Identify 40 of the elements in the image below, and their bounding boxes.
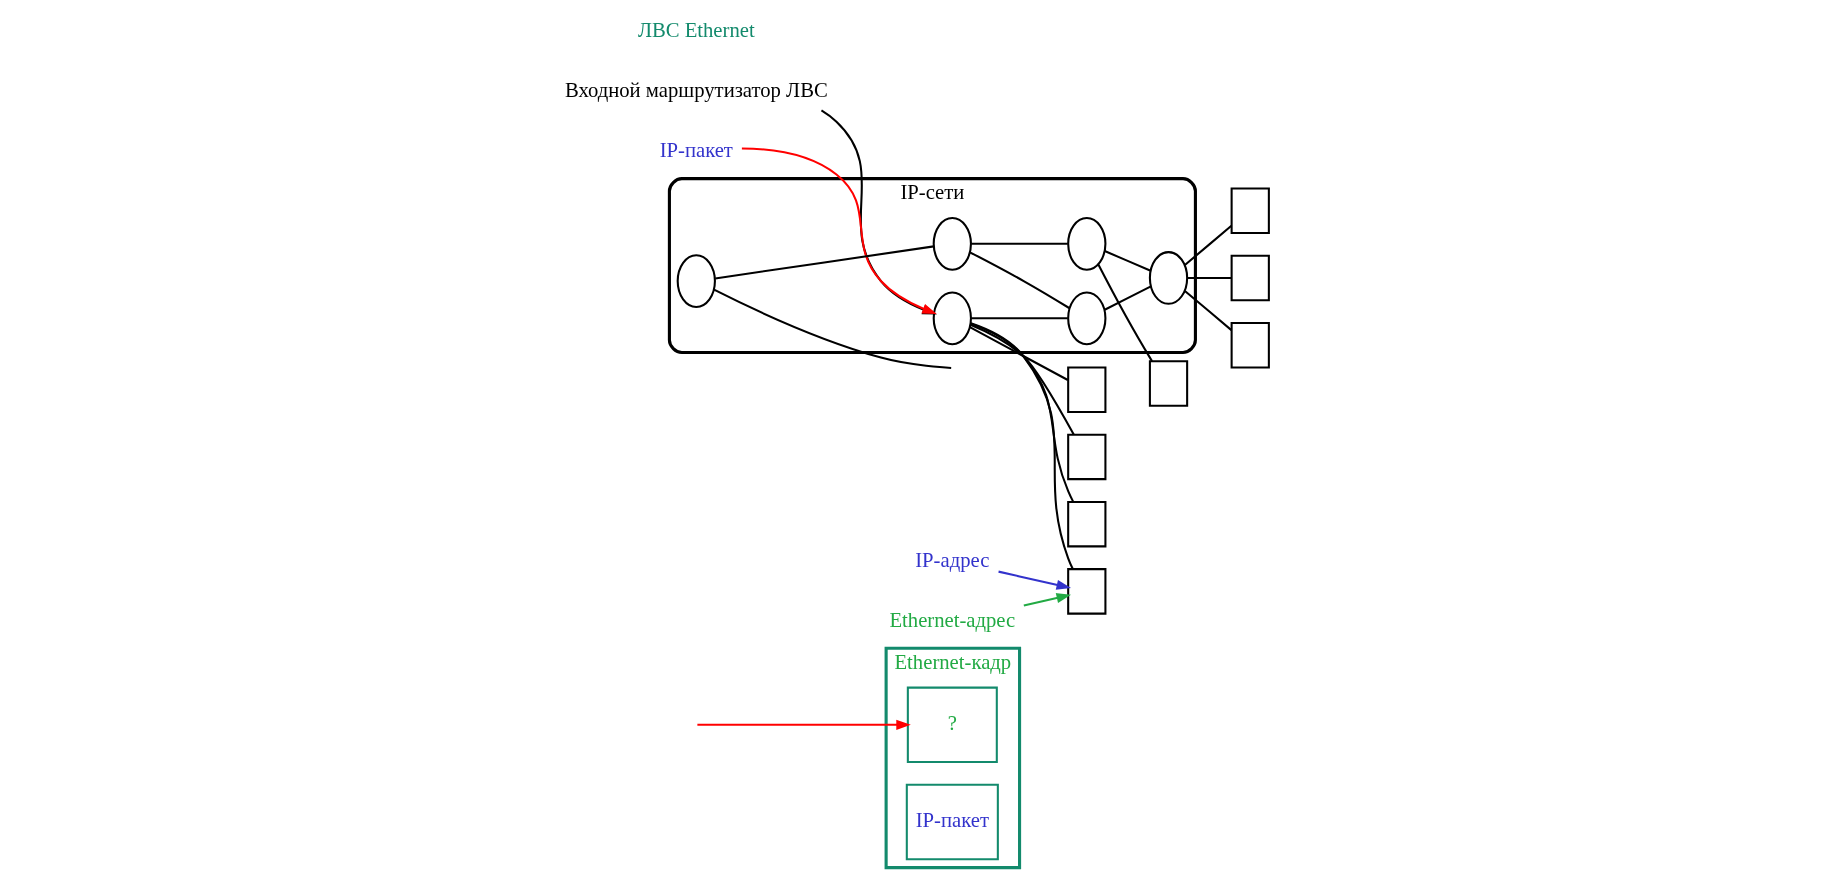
label: ЛВС Ethernet	[637, 18, 755, 41]
node-circle	[932, 216, 972, 271]
connector	[971, 242, 1068, 245]
node-circle	[676, 253, 716, 308]
connector	[1184, 289, 1233, 331]
connector	[971, 316, 1068, 319]
connector	[1104, 284, 1152, 311]
arrow	[697, 719, 911, 730]
connector	[1184, 224, 1233, 266]
node-circle	[932, 290, 972, 345]
cluster: IP-сети	[667, 176, 1197, 354]
node-circle	[1067, 290, 1107, 345]
node-circle	[1148, 250, 1189, 305]
node-box	[1148, 359, 1189, 407]
arrow	[1023, 592, 1072, 606]
node-text: Ethernet-адрес	[889, 608, 1016, 631]
connector	[1187, 276, 1232, 279]
node-box	[1067, 500, 1107, 547]
connector	[970, 321, 1074, 569]
node-box	[1230, 186, 1270, 234]
connector	[969, 325, 1069, 381]
node-box	[1067, 433, 1107, 480]
node-box: ?	[906, 686, 998, 763]
connector	[969, 250, 1071, 309]
connector	[970, 323, 1075, 435]
connector	[1097, 263, 1153, 362]
connector	[970, 322, 1075, 502]
node-box: IP-пакет	[905, 783, 999, 860]
node-box	[1067, 567, 1107, 615]
arrow	[998, 570, 1071, 590]
node-text: IP-адрес	[915, 548, 990, 571]
connector	[715, 244, 934, 279]
node-text: Входной маршрутизатор ЛВС	[564, 78, 828, 101]
node-circle	[1067, 216, 1107, 271]
connector	[713, 288, 952, 369]
connector	[1104, 249, 1152, 272]
node-box	[1230, 254, 1270, 301]
node-box	[1067, 365, 1107, 413]
node-text: IP-пакет	[659, 138, 733, 161]
node-box	[1230, 321, 1270, 368]
